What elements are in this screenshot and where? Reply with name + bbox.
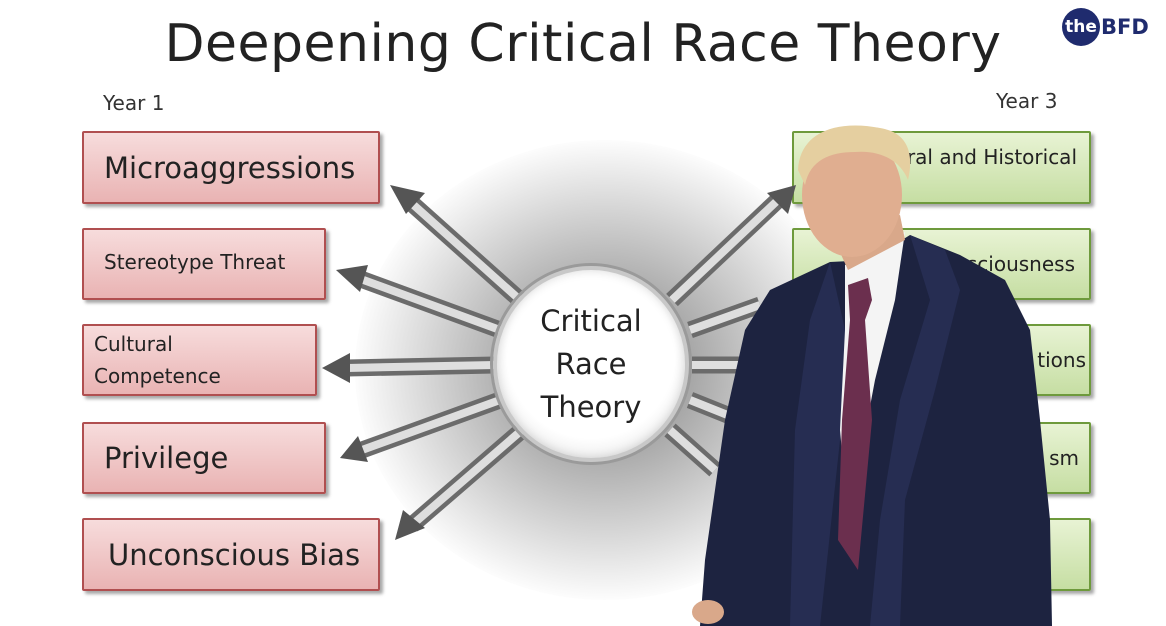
box-privilege: Privilege — [82, 422, 326, 494]
box-cultural-competence: Cultural Competence — [82, 324, 317, 396]
thebfd-logo: the BFD — [1062, 8, 1149, 46]
center-line-1: Critical — [540, 303, 642, 338]
box-unconscious-bias: Unconscious Bias — [82, 518, 380, 591]
center-line-3: Theory — [540, 389, 642, 424]
arrow-to-right-5 — [664, 423, 721, 477]
arrow-to-cultural-competence — [322, 353, 496, 383]
logo-bubble: the — [1062, 8, 1100, 46]
box-microaggressions: Microaggressions — [82, 131, 380, 204]
slide-title: Deepening Critical Race Theory — [164, 14, 1002, 74]
center-line-2: Race — [555, 346, 627, 381]
arrow-to-right-2 — [687, 296, 763, 339]
arrow-to-right-1 — [666, 185, 796, 307]
box-stereotype-threat: Stereotype Threat — [82, 228, 326, 300]
arrow-to-privilege — [340, 392, 503, 462]
year-1-label: Year 1 — [103, 91, 165, 115]
arrow-to-microaggressions — [390, 185, 526, 307]
arrow-to-unconscious-bias — [395, 423, 528, 540]
logo-text: BFD — [1101, 15, 1149, 39]
year-3-label: Year 3 — [996, 89, 1058, 113]
center-circle: Critical Race Theory — [493, 266, 689, 462]
arrow-to-stereotype-threat — [336, 265, 503, 338]
